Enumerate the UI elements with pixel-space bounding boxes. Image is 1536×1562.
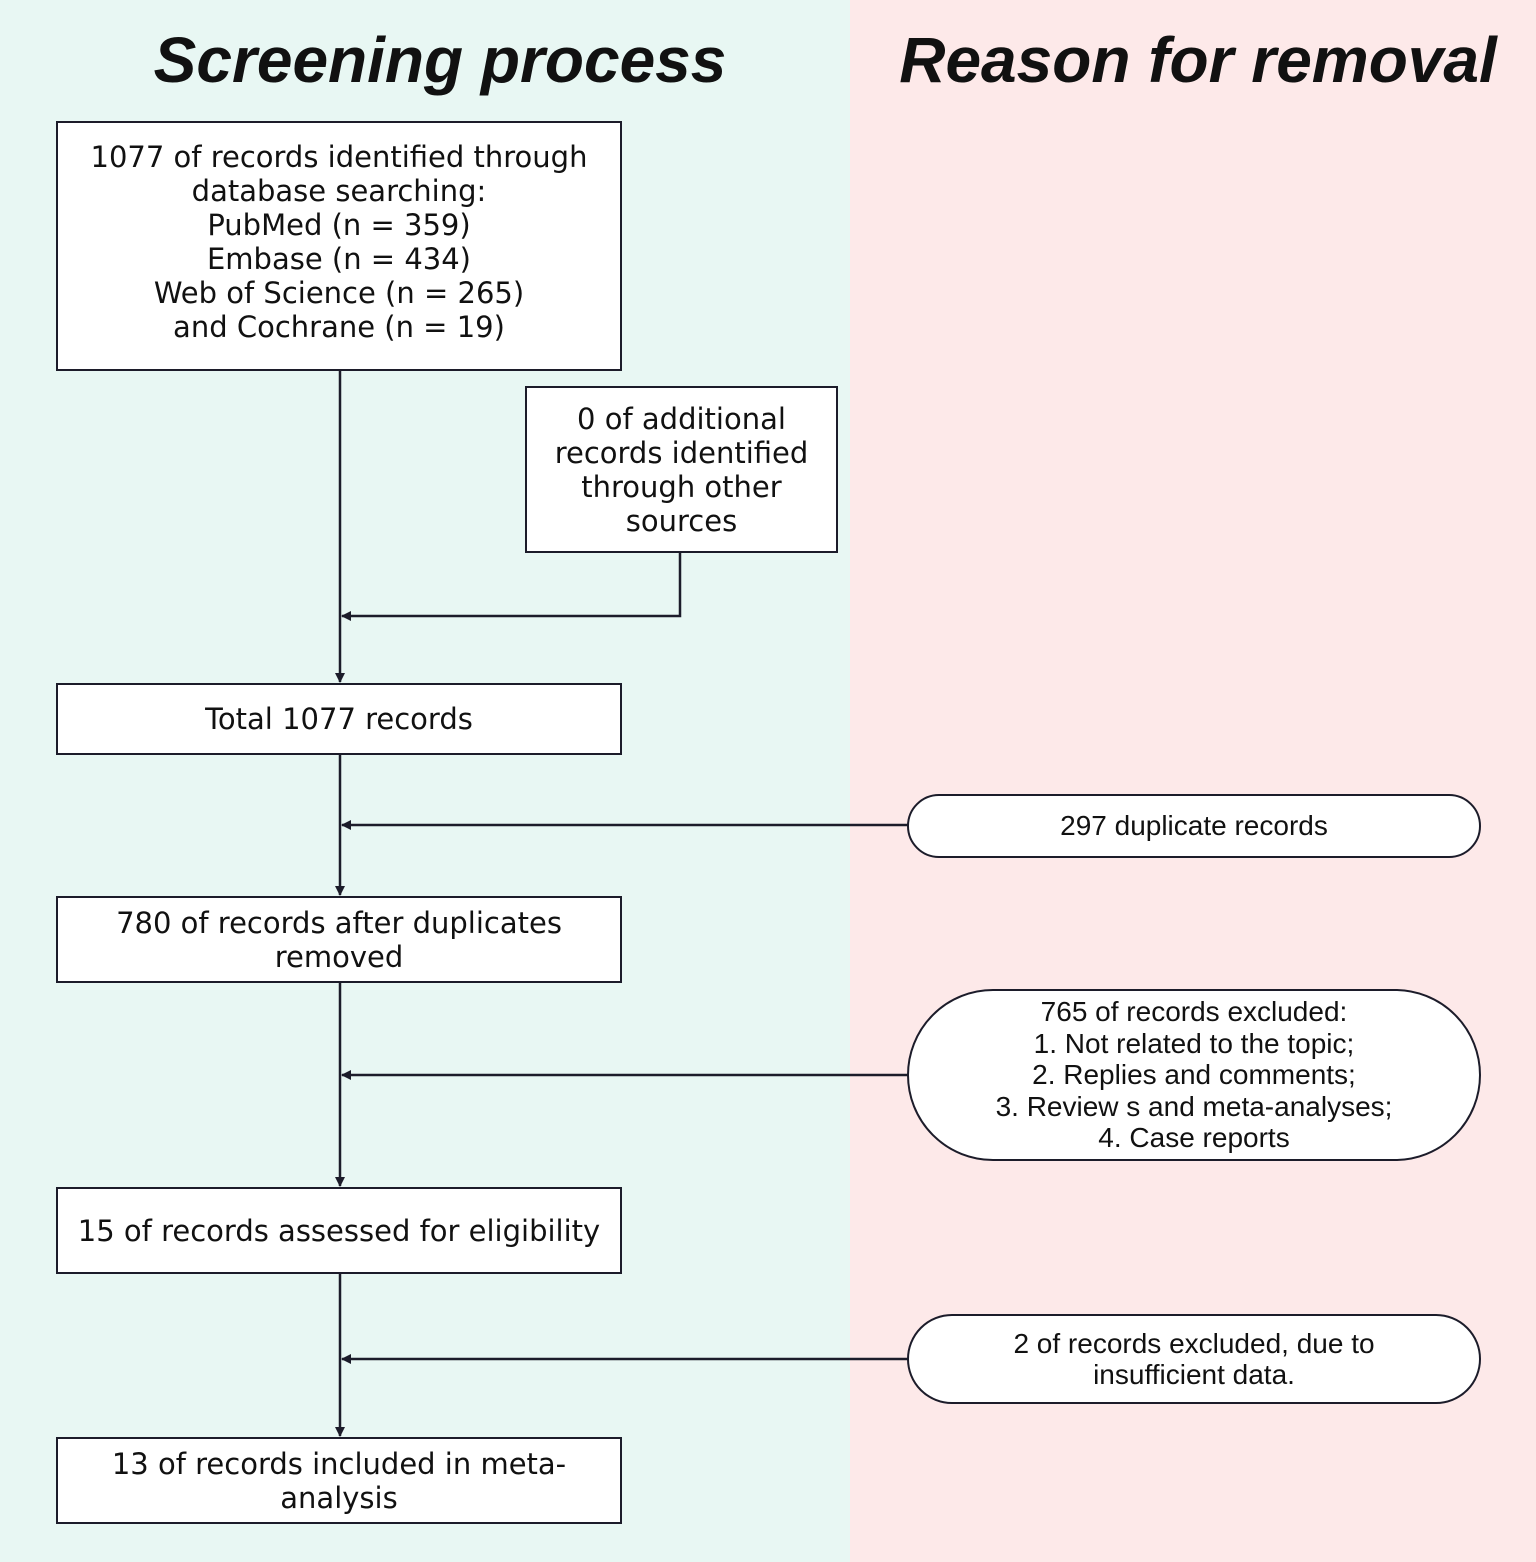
duplicate-records-box: 297 duplicate records (907, 794, 1481, 858)
assessed-eligibility-text: 15 of records assessed for eligibility (77, 1213, 601, 1248)
total-records-text: Total 1077 records (205, 702, 473, 736)
included-meta-analysis-text: 13 of records included in meta- analysis (111, 1446, 567, 1515)
records-excluded-text: 765 of records excluded: 1. Not related … (995, 996, 1393, 1154)
additional-records-text: 0 of additional records identified throu… (554, 401, 809, 538)
insufficient-data-box: 2 of records excluded, due to insufficie… (907, 1314, 1481, 1404)
included-meta-analysis-box: 13 of records included in meta- analysis (56, 1437, 622, 1524)
records-identified-text: 1077 of records identified through datab… (90, 140, 588, 344)
duplicate-records-text: 297 duplicate records (1060, 810, 1328, 842)
records-identified-box: 1077 of records identified through datab… (56, 121, 622, 371)
insufficient-data-text: 2 of records excluded, due to insufficie… (1013, 1327, 1375, 1391)
records-excluded-box: 765 of records excluded: 1. Not related … (907, 989, 1481, 1161)
removal-heading: Reason for removal (899, 24, 1497, 96)
arrow-additional-to-main (341, 552, 682, 621)
after-duplicates-text: 780 of records after duplicates removed (116, 905, 562, 974)
assessed-eligibility-box: 15 of records assessed for eligibility (56, 1187, 622, 1274)
after-duplicates-box: 780 of records after duplicates removed (56, 896, 622, 983)
screening-heading: Screening process (153, 24, 727, 96)
removal-panel (850, 0, 1536, 1562)
additional-records-box: 0 of additional records identified throu… (525, 386, 838, 553)
total-records-box: Total 1077 records (56, 683, 622, 755)
